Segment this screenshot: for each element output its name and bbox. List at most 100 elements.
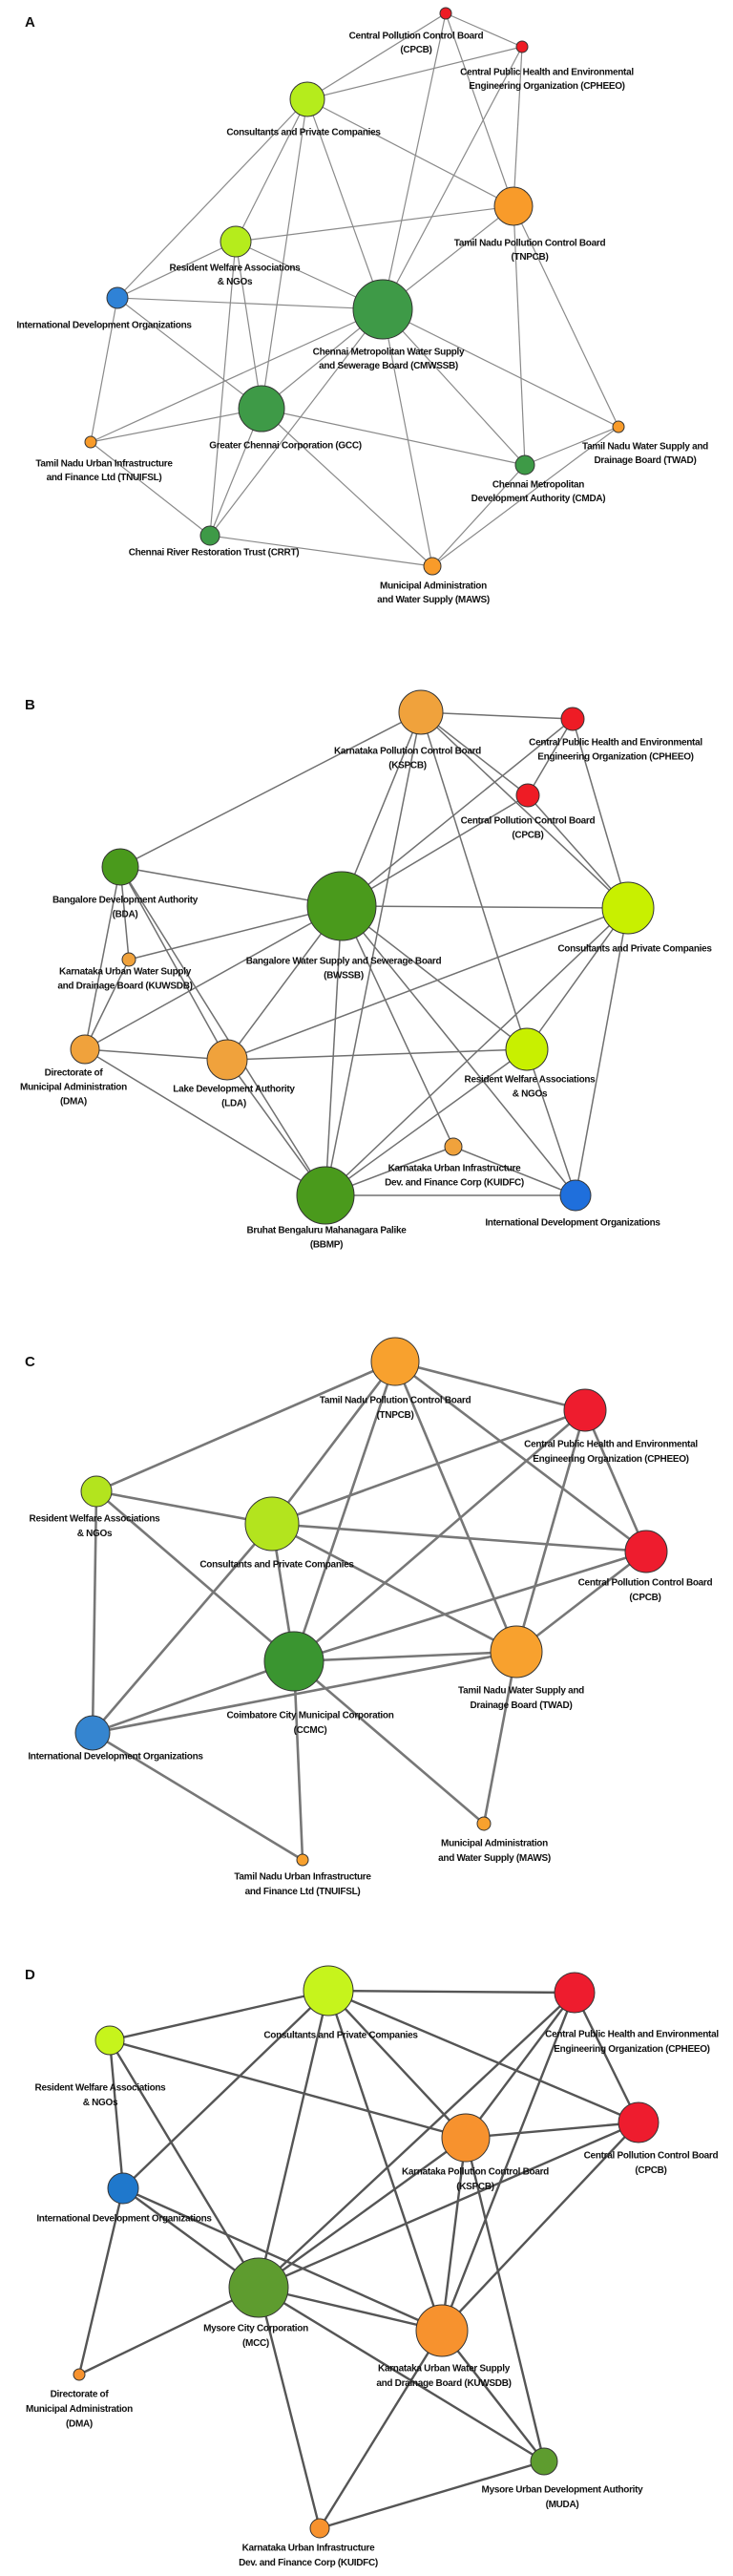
node-tnpcb[interactable] <box>493 186 534 226</box>
node-label-mcc: (MCC) <box>242 2338 269 2349</box>
node-cmwssb[interactable] <box>352 279 413 340</box>
nodes <box>84 7 625 576</box>
node-cmda[interactable] <box>514 454 535 475</box>
node-label-rwa: & NGOs <box>77 1529 113 1539</box>
node-label-cmda: Chennai Metropolitan <box>492 480 584 491</box>
node-kspcb[interactable] <box>398 689 444 735</box>
edge-kspcb-bwssb <box>341 711 422 907</box>
node-bda[interactable] <box>101 848 139 886</box>
node-label-rwa: & NGOs <box>218 277 253 287</box>
node-label-bbmp: Bruhat Bengaluru Mahanagara Palike <box>246 1226 407 1236</box>
node-bwssb[interactable] <box>306 871 377 941</box>
edge-cons-mcc <box>257 1990 330 2289</box>
node-cpheeo[interactable] <box>563 1388 607 1432</box>
labels: Karnataka Pollution Control Board(KSPCB)… <box>20 738 713 1251</box>
node-tnuifsl[interactable] <box>296 1853 309 1867</box>
node-cons[interactable] <box>303 1965 354 2016</box>
node-cons[interactable] <box>289 81 325 117</box>
node-label-maws: and Water Supply (MAWS) <box>377 595 490 605</box>
node-rwa[interactable] <box>80 1475 113 1508</box>
edge-cpcb-kuwsdb <box>441 2122 639 2332</box>
node-label-cpheeo: Engineering Organization (CPHEEO) <box>469 81 624 92</box>
node-ido[interactable] <box>107 2172 139 2205</box>
node-label-kuidfc: Dev. and Finance Corp (KUIDFC) <box>385 1178 524 1189</box>
node-cpcb[interactable] <box>624 1530 668 1573</box>
node-crrt[interactable] <box>199 525 220 546</box>
node-label-maws: Municipal Administration <box>441 1839 548 1849</box>
edge-rwa-bbmp <box>325 1048 528 1196</box>
node-maws[interactable] <box>423 557 442 576</box>
node-kuidfc[interactable] <box>444 1137 463 1156</box>
node-label-cpcb: Central Pollution Control Board <box>461 816 596 827</box>
edge-bda-bwssb <box>119 866 343 907</box>
edge-cmwssb-crrt <box>209 308 384 537</box>
edge-cons-ido <box>92 1523 273 1734</box>
node-ido[interactable] <box>559 1179 592 1212</box>
node-label-dma: (DMA) <box>66 2419 93 2430</box>
edge-ido-dma <box>77 2187 125 2375</box>
node-cpheeo[interactable] <box>560 707 585 731</box>
edge-bda-bbmp <box>119 866 326 1196</box>
node-ido[interactable] <box>74 1715 111 1751</box>
node-kuwsdb[interactable] <box>121 952 136 967</box>
edge-lda-cons <box>226 907 629 1061</box>
edges <box>91 1360 648 1862</box>
node-label-lda: (LDA) <box>221 1099 246 1109</box>
node-label-cpheeo: Central Public Health and Environmental <box>460 68 634 78</box>
node-tnpcb[interactable] <box>370 1337 420 1386</box>
node-kspcb[interactable] <box>441 2113 491 2163</box>
edge-tnpcb-cons <box>270 1361 397 1525</box>
node-label-maws: and Water Supply (MAWS) <box>438 1853 551 1864</box>
node-label-cmda: Development Authority (CMDA) <box>471 494 606 504</box>
node-muda[interactable] <box>530 2447 558 2476</box>
node-label-kspcb: (KSPCB) <box>456 2182 494 2192</box>
node-rwa[interactable] <box>94 2025 125 2056</box>
edge-cpheeo-cons <box>306 46 523 100</box>
node-bbmp[interactable] <box>296 1166 355 1225</box>
node-cpheeo[interactable] <box>554 1972 596 2014</box>
node-lda[interactable] <box>206 1039 248 1081</box>
node-dma[interactable] <box>70 1034 100 1065</box>
edge-tnpcb-twad <box>513 205 619 428</box>
node-kuwsdb[interactable] <box>415 2304 469 2357</box>
node-label-kuwsdb: Karnataka Urban Water Supply <box>59 967 192 978</box>
edges <box>77 1989 640 2530</box>
node-label-dma: (DMA) <box>60 1097 87 1108</box>
node-cpheeo[interactable] <box>515 40 529 53</box>
node-ccmc[interactable] <box>263 1631 325 1692</box>
nodes <box>73 1965 660 2539</box>
node-rwa[interactable] <box>220 225 252 258</box>
edge-cons-kuwsdb <box>326 1990 444 2332</box>
node-mcc[interactable] <box>228 2257 289 2318</box>
node-ido[interactable] <box>106 286 129 309</box>
node-cons[interactable] <box>244 1496 300 1552</box>
node-dma[interactable] <box>73 2368 86 2381</box>
edge-kspcb-bda <box>119 711 422 868</box>
node-label-twad: Tamil Nadu Water Supply and <box>582 442 708 453</box>
node-gcc[interactable] <box>238 385 285 433</box>
edge-mcc-dma <box>78 2286 260 2376</box>
node-tnuifsl[interactable] <box>84 435 97 449</box>
node-twad[interactable] <box>490 1625 543 1679</box>
node-twad[interactable] <box>612 420 625 433</box>
edge-gcc-cmda <box>261 408 526 466</box>
edge-rwa-kspcb <box>109 2038 467 2140</box>
node-label-dma: Directorate of <box>45 1068 104 1079</box>
node-label-cons: Consultants and Private Companies <box>557 944 712 955</box>
node-maws[interactable] <box>476 1816 492 1831</box>
node-cons[interactable] <box>601 881 655 935</box>
node-cpcb[interactable] <box>439 7 452 20</box>
node-label-rwa: & NGOs <box>513 1089 548 1100</box>
edge-twad-ido <box>92 1650 517 1735</box>
node-cpcb[interactable] <box>515 783 540 808</box>
edge-cpheeo-tnpcb <box>513 46 523 207</box>
node-kuidfc[interactable] <box>309 2518 330 2539</box>
node-label-muda: (MUDA) <box>546 2500 579 2510</box>
edge-kuwsdb-kuidfc <box>318 2330 444 2529</box>
edge-bwssb-bbmp <box>325 905 343 1196</box>
node-rwa[interactable] <box>505 1027 549 1071</box>
node-cpcb[interactable] <box>618 2101 660 2143</box>
edge-tnuifsl-crrt <box>90 441 211 537</box>
